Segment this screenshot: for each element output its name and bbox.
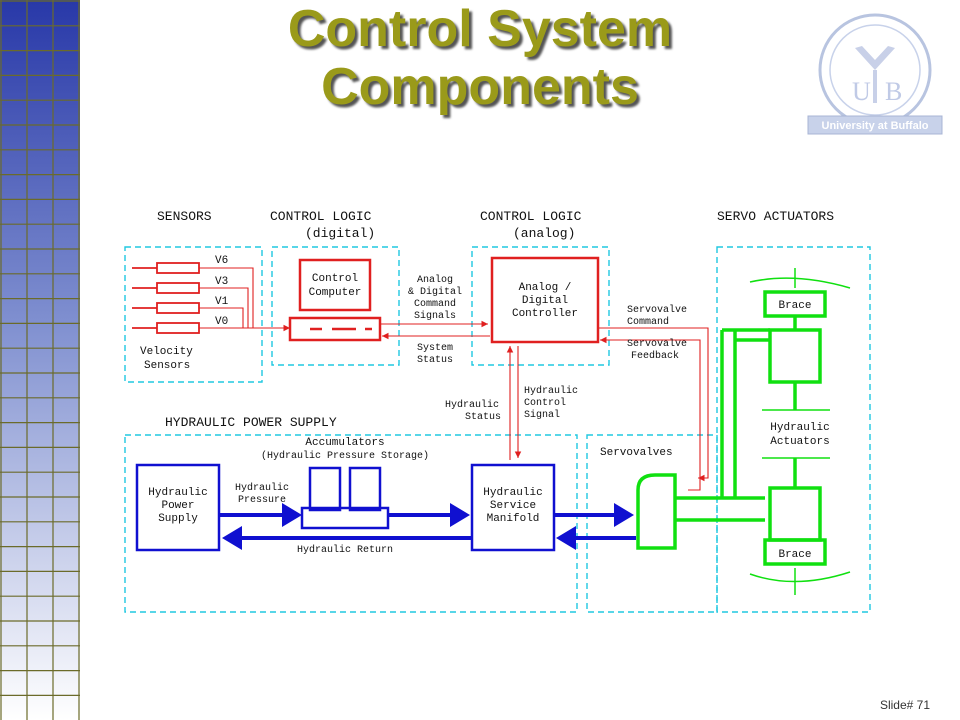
sensors-label: Sensors [144,360,190,372]
hps-label-3: Supply [158,513,198,525]
signals-label-4: Signals [414,310,456,322]
sensor-v3: V3 [215,276,228,288]
hydraulic-control-signal-3: Signal [524,409,560,421]
title-line-1: Control System [287,0,673,58]
hydraulic-control-signal-1: Hydraulic [524,385,578,397]
sensors-region [124,246,263,383]
decorative-grid [0,0,80,720]
servovalve-command-1: Servovalve [627,304,687,316]
accumulators-label: Accumulators [305,437,384,449]
brace-top-label: Brace [778,300,811,312]
manifold-label-2: Service [490,500,536,512]
system-status-label-1: System [417,343,453,354]
accumulators-sub: (Hydraulic Pressure Storage) [261,450,429,462]
accumulator-1 [308,466,342,512]
analog-logic-region [471,246,610,366]
header-control-logic-digital: CONTROL LOGIC [270,209,372,224]
header-hydraulic-power-supply: HYDRAULIC POWER SUPPLY [165,415,337,430]
service-manifold-box [470,463,556,552]
university-logo: U B University at Buffalo [807,13,943,135]
control-computer-label-1: Control [312,273,358,285]
sensor-v6: V6 [215,255,228,267]
hydraulic-pressure-1: Hydraulic [235,482,289,494]
slide-number: Slide# 71 [879,698,930,712]
header-analog: (analog) [513,226,575,241]
accumulator-base [300,506,390,530]
brace-bottom-label: Brace [778,549,811,561]
servovalves-region [586,434,718,613]
controller-label-2: Digital [522,295,568,307]
header-control-logic-analog: CONTROL LOGIC [480,209,582,224]
servovalve-feedback-2: Feedback [631,350,679,362]
control-system-diagram: SENSORS CONTROL LOGIC (digital) CONTROL … [124,209,871,613]
velocity-label: Velocity [140,346,193,358]
signals-label-2: & Digital [408,286,462,298]
servovalves-label: Servovalves [600,447,673,459]
sensor-v1: V1 [215,296,229,308]
title-line-2: Components [321,58,639,116]
header-servo-actuators: SERVO ACTUATORS [717,209,834,224]
control-computer-base [288,316,382,342]
system-status-label-2: Status [417,355,453,366]
header-sensors: SENSORS [157,209,212,224]
servo-region [716,246,871,613]
logo-u: U [852,77,871,106]
page-title: Control System Components [160,0,800,116]
digital-logic-region [271,246,400,366]
sensor-v0: V0 [215,316,228,328]
actuator-top-cylinder [768,328,822,384]
servovalve-body [636,473,677,550]
hydraulic-status-1: Hydraulic [445,399,499,411]
hps-label-1: Hydraulic [148,487,207,499]
signals-label-1: Analog [417,274,453,286]
controller-label-3: Controller [512,308,578,320]
manifold-label-1: Hydraulic [483,487,542,499]
manifold-label-3: Manifold [487,513,540,525]
hydraulic-return-label: Hydraulic Return [297,544,393,556]
logo-banner: University at Buffalo [822,120,929,132]
servovalve-command-2: Command [627,316,669,328]
control-computer-label-2: Computer [309,287,362,299]
hydraulic-supply-region [124,434,578,613]
hps-label-2: Power [161,500,194,512]
hydraulic-status-2: Status [465,412,501,423]
hydraulic-actuators-2: Actuators [770,436,829,448]
accumulator-2 [348,466,382,512]
logo-b: B [885,77,902,106]
hydraulic-power-supply-box [135,463,221,552]
brace-bottom [763,538,827,566]
signals-label-3: Command [414,298,456,310]
control-computer-monitor [298,258,372,312]
header-digital: (digital) [305,226,375,241]
hydraulic-pressure-2: Pressure [238,495,286,506]
hydraulic-actuators-1: Hydraulic [770,422,829,434]
actuator-bottom-cylinder [768,486,822,542]
hydraulic-control-signal-2: Control [524,397,566,409]
servovalve-feedback-1: Servovalve [627,338,687,350]
controller-label-1: Analog / [519,282,572,294]
controller-box [490,256,600,344]
